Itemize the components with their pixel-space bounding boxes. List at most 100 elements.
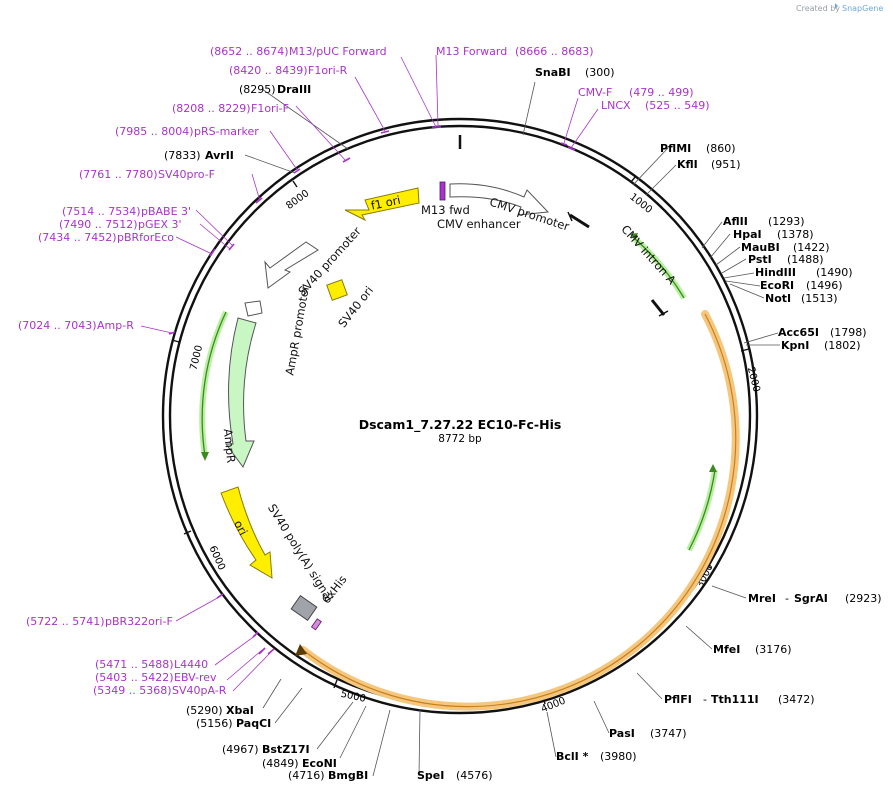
svg-text:M13/pUC Forward: M13/pUC Forward bbox=[289, 45, 387, 58]
svg-text:PasI: PasI bbox=[609, 727, 635, 740]
svg-text:PaqCI: PaqCI bbox=[236, 717, 271, 730]
svg-text:(1488): (1488) bbox=[787, 253, 824, 266]
svg-text:(8666 .. 8683): (8666 .. 8683) bbox=[515, 45, 594, 58]
label-m13fwd: M13 Forward (8666 .. 8683) bbox=[436, 45, 594, 58]
svg-text:(1496): (1496) bbox=[806, 279, 843, 292]
svg-text:(479 .. 499): (479 .. 499) bbox=[629, 86, 694, 99]
label-bmgbi: (4716) BmgBI bbox=[288, 769, 368, 782]
svg-text:(5722 .. 5741): (5722 .. 5741) bbox=[26, 615, 105, 628]
label-hpai: HpaI (1378) bbox=[733, 228, 814, 241]
svg-text:(860): (860) bbox=[706, 142, 736, 155]
svg-text:(300): (300) bbox=[585, 66, 615, 79]
svg-text:MauBI: MauBI bbox=[741, 241, 780, 254]
svg-text:PflMI: PflMI bbox=[660, 142, 691, 155]
svg-text:(3980): (3980) bbox=[600, 750, 637, 763]
feature-sv40-promoter: SV40 promoter bbox=[264, 224, 364, 298]
svg-text:Amp-R: Amp-R bbox=[97, 319, 134, 332]
svg-text:pBRforEco: pBRforEco bbox=[117, 231, 174, 244]
label-pasi: PasI (3747) bbox=[609, 727, 687, 740]
svg-text:(1490): (1490) bbox=[816, 266, 853, 279]
cmv-enhancer-label: CMV enhancer bbox=[437, 217, 521, 231]
label-ebv: (5403 .. 5422) EBV-rev bbox=[95, 671, 217, 684]
feature-sv40-ori: SV40 ori bbox=[326, 279, 376, 330]
label-bstz17i: (4967) BstZ17I bbox=[222, 743, 310, 756]
svg-text:(1293): (1293) bbox=[768, 215, 805, 228]
label-l4440: (5471 .. 5488) L4440 bbox=[95, 658, 208, 671]
created-by-text: Created by bbox=[796, 4, 840, 13]
svg-text:(7514 .. 7534): (7514 .. 7534) bbox=[62, 205, 141, 218]
svg-text:SV40pro-F: SV40pro-F bbox=[158, 168, 215, 181]
ori-label: ori bbox=[231, 518, 250, 538]
svg-text:SpeI: SpeI bbox=[417, 769, 444, 782]
svg-text:SV40pA-R: SV40pA-R bbox=[172, 684, 227, 697]
svg-text:pBABE 3': pBABE 3' bbox=[141, 205, 191, 218]
svg-text:(8420 .. 8439): (8420 .. 8439) bbox=[229, 64, 308, 77]
label-acc65i: Acc65I (1798) bbox=[778, 326, 867, 339]
svg-text:M13 Forward: M13 Forward bbox=[436, 45, 507, 58]
svg-text:LNCX: LNCX bbox=[601, 99, 631, 112]
label-spei: SpeI (4576) bbox=[417, 769, 493, 782]
label-m13puc: (8652 .. 8674) M13/pUC Forward bbox=[210, 45, 387, 58]
label-afliii: AflII (1293) bbox=[723, 215, 805, 228]
tick-8000: 8000 bbox=[284, 188, 311, 212]
svg-text:(4849): (4849) bbox=[262, 757, 299, 770]
svg-text:BclI *: BclI * bbox=[556, 750, 589, 763]
label-kfli: KflI (951) bbox=[677, 158, 741, 171]
svg-text:F1ori-F: F1ori-F bbox=[251, 102, 289, 115]
label-psti: PstI (1488) bbox=[748, 253, 824, 266]
svg-text:(8208 .. 8229): (8208 .. 8229) bbox=[172, 102, 251, 115]
svg-text:(7024 .. 7043): (7024 .. 7043) bbox=[18, 319, 97, 332]
label-pbrforeco: (7434 .. 7452) pBRforEco bbox=[38, 231, 174, 244]
label-lncx: LNCX (525 .. 549) bbox=[601, 99, 710, 112]
tick-6000: 6000 bbox=[207, 544, 227, 572]
label-prs: (7985 .. 8004) pRS-marker bbox=[115, 125, 259, 138]
label-pflmi: PflMI (860) bbox=[660, 142, 736, 155]
svg-text:KpnI: KpnI bbox=[781, 339, 809, 352]
svg-text:(1378): (1378) bbox=[777, 228, 814, 241]
svg-text:MfeI: MfeI bbox=[713, 643, 740, 656]
label-hindiii: HindIII (1490) bbox=[755, 266, 853, 279]
svg-text:(4967): (4967) bbox=[222, 743, 259, 756]
svg-text:(7761 .. 7780): (7761 .. 7780) bbox=[79, 168, 158, 181]
svg-text:AvrII: AvrII bbox=[205, 149, 234, 162]
svg-text:Acc65I: Acc65I bbox=[778, 326, 819, 339]
svg-text:(7434 .. 7452): (7434 .. 7452) bbox=[38, 231, 117, 244]
m13-fwd-label: M13 fwd bbox=[421, 203, 470, 217]
svg-text:L4440: L4440 bbox=[174, 658, 208, 671]
snapgene-logo-icon bbox=[835, 3, 838, 9]
svg-text:(5290): (5290) bbox=[186, 704, 223, 717]
svg-text:(1798): (1798) bbox=[830, 326, 867, 339]
label-bcli: BclI * (3980) bbox=[556, 750, 637, 763]
label-pflfi: PflFI - Tth111I (3472) bbox=[664, 693, 815, 706]
label-ampr-primer: (7024 .. 7043) Amp-R bbox=[18, 319, 134, 332]
svg-text:(8295): (8295) bbox=[239, 83, 276, 96]
svg-text:(4716): (4716) bbox=[288, 769, 325, 782]
svg-text:pBR322ori-F: pBR322ori-F bbox=[105, 615, 173, 628]
green-orfs bbox=[199, 233, 718, 552]
svg-text:HindIII: HindIII bbox=[755, 266, 796, 279]
plasmid-size: 8772 bp bbox=[438, 433, 482, 445]
svg-text:EcoNI: EcoNI bbox=[302, 757, 337, 770]
svg-text:EBV-rev: EBV-rev bbox=[174, 671, 217, 684]
ring-ticks: 1000 2000 3000 4000 5000 6000 7000 8000 bbox=[171, 175, 762, 715]
svg-text:(5349 .. 5368): (5349 .. 5368) bbox=[93, 684, 172, 697]
svg-text:SnaBI: SnaBI bbox=[535, 66, 571, 79]
svg-text:(7833): (7833) bbox=[164, 149, 201, 162]
svg-text:pRS-marker: pRS-marker bbox=[194, 125, 259, 138]
f1-ori-label: f1 ori bbox=[370, 193, 402, 213]
label-ecori: EcoRI (1496) bbox=[760, 279, 843, 292]
label-pbr322: (5722 .. 5741) pBR322ori-F bbox=[26, 615, 173, 628]
svg-text:(951): (951) bbox=[711, 158, 741, 171]
svg-text:Tth111I: Tth111I bbox=[711, 693, 759, 706]
label-noti: NotI (1513) bbox=[765, 292, 838, 305]
svg-text:BstZ17I: BstZ17I bbox=[262, 743, 310, 756]
svg-text:(7985 .. 8004): (7985 .. 8004) bbox=[115, 125, 194, 138]
label-kpni: KpnI (1802) bbox=[781, 339, 861, 352]
label-paqci: (5156) PaqCI bbox=[196, 717, 271, 730]
svg-text:(1802): (1802) bbox=[824, 339, 861, 352]
svg-text:PstI: PstI bbox=[748, 253, 772, 266]
label-f1orir: (8420 .. 8439) F1ori-R bbox=[229, 64, 348, 77]
svg-text:(525 .. 549): (525 .. 549) bbox=[645, 99, 710, 112]
feature-cmv-intron: CMV intron A bbox=[567, 211, 679, 317]
svg-text:MreI: MreI bbox=[748, 592, 776, 605]
